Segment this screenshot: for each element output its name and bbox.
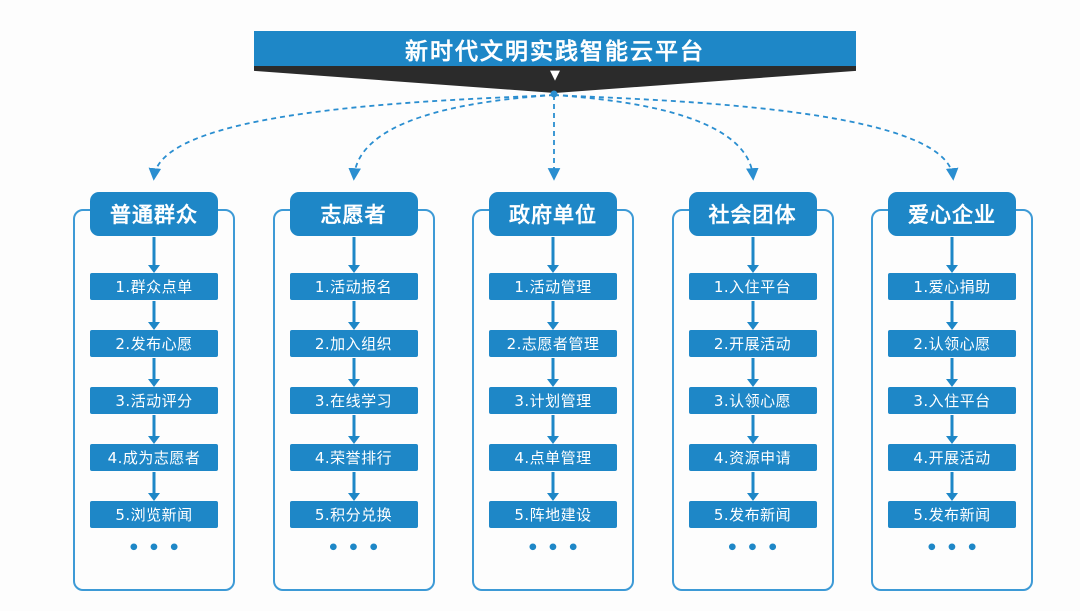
step-box: 1.群众点单	[90, 273, 218, 300]
step-box: 2.认领心愿	[888, 330, 1016, 357]
step-box: 1.入住平台	[688, 273, 817, 300]
down-arrow-icon	[147, 414, 161, 444]
title-banner: 新时代文明实践智能云平台	[254, 31, 856, 67]
step-box: 5.阵地建设	[489, 501, 617, 528]
step-box: 2.志愿者管理	[489, 330, 617, 357]
more-indicator: •••	[726, 537, 787, 559]
more-indicator: •••	[327, 537, 388, 559]
column-enterprise: 爱心企业 1.爱心捐助 2.认领心愿 3.入住平台 4.开展活动 5.发布新闻 …	[869, 192, 1035, 591]
step-box: 4.成为志愿者	[90, 444, 218, 471]
down-arrow-icon	[746, 414, 760, 444]
down-arrow-icon	[347, 471, 361, 501]
step-box: 5.积分兑换	[289, 501, 418, 528]
more-indicator: •••	[526, 537, 588, 559]
step-box: 3.入住平台	[888, 387, 1016, 414]
column-header: 爱心企业	[888, 192, 1016, 236]
step-box: 4.资源申请	[688, 444, 817, 471]
step-box: 3.计划管理	[489, 387, 617, 414]
page-title: 新时代文明实践智能云平台	[405, 39, 705, 65]
column-ordinary-public: 普通群众 1.群众点单 2.发布心愿 3.活动评分 4.成为志愿者 5.浏览新闻…	[71, 192, 237, 591]
column-header: 政府单位	[489, 192, 617, 236]
column-social-group: 社会团体 1.入住平台 2.开展活动 3.认领心愿 4.资源申请 5.发布新闻 …	[670, 192, 836, 591]
step-box: 5.发布新闻	[888, 501, 1016, 528]
down-arrow-icon	[945, 236, 959, 273]
step-box: 3.活动评分	[90, 387, 218, 414]
column-volunteer: 志愿者 1.活动报名 2.加入组织 3.在线学习 4.荣誉排行 5.积分兑换 •…	[271, 192, 437, 591]
down-arrow-icon	[347, 236, 361, 273]
step-box: 4.点单管理	[489, 444, 617, 471]
down-arrow-icon	[546, 236, 560, 273]
column-header: 普通群众	[90, 192, 218, 236]
down-arrow-icon	[945, 414, 959, 444]
step-box: 1.活动管理	[489, 273, 617, 300]
down-arrow-icon	[746, 300, 760, 330]
down-arrow-icon	[347, 414, 361, 444]
down-arrow-icon	[945, 471, 959, 501]
dashed-connector	[553, 94, 759, 181]
down-chevron-icon: ▼	[550, 68, 560, 83]
step-box: 2.加入组织	[289, 330, 418, 357]
down-arrow-icon	[546, 357, 560, 387]
step-box: 4.开展活动	[888, 444, 1016, 471]
step-box: 3.在线学习	[289, 387, 418, 414]
column-header: 志愿者	[289, 192, 418, 236]
dashed-connector	[148, 94, 555, 181]
step-box: 4.荣誉排行	[289, 444, 418, 471]
column-header: 社会团体	[688, 192, 817, 236]
step-box: 1.爱心捐助	[888, 273, 1016, 300]
down-arrow-icon	[746, 357, 760, 387]
down-arrow-icon	[147, 357, 161, 387]
down-arrow-icon	[147, 236, 161, 273]
down-arrow-icon	[945, 300, 959, 330]
step-box: 1.活动报名	[289, 273, 418, 300]
down-arrow-icon	[546, 414, 560, 444]
down-arrow-icon	[147, 300, 161, 330]
down-arrow-icon	[746, 236, 760, 273]
down-arrow-icon	[945, 357, 959, 387]
step-box: 5.浏览新闻	[90, 501, 218, 528]
step-box: 5.发布新闻	[688, 501, 817, 528]
down-arrow-icon	[147, 471, 161, 501]
more-indicator: •••	[925, 537, 987, 559]
more-indicator: •••	[127, 537, 189, 559]
down-arrow-icon	[546, 471, 560, 501]
step-box: 2.发布心愿	[90, 330, 218, 357]
dashed-connector	[553, 94, 959, 181]
column-government: 政府单位 1.活动管理 2.志愿者管理 3.计划管理 4.点单管理 5.阵地建设…	[470, 192, 636, 591]
step-box: 2.开展活动	[688, 330, 817, 357]
dashed-connector	[348, 94, 555, 181]
down-arrow-icon	[746, 471, 760, 501]
down-arrow-icon	[347, 357, 361, 387]
step-box: 3.认领心愿	[688, 387, 817, 414]
role-columns: 普通群众 1.群众点单 2.发布心愿 3.活动评分 4.成为志愿者 5.浏览新闻…	[71, 192, 1035, 591]
down-arrow-icon	[347, 300, 361, 330]
down-arrow-icon	[546, 300, 560, 330]
